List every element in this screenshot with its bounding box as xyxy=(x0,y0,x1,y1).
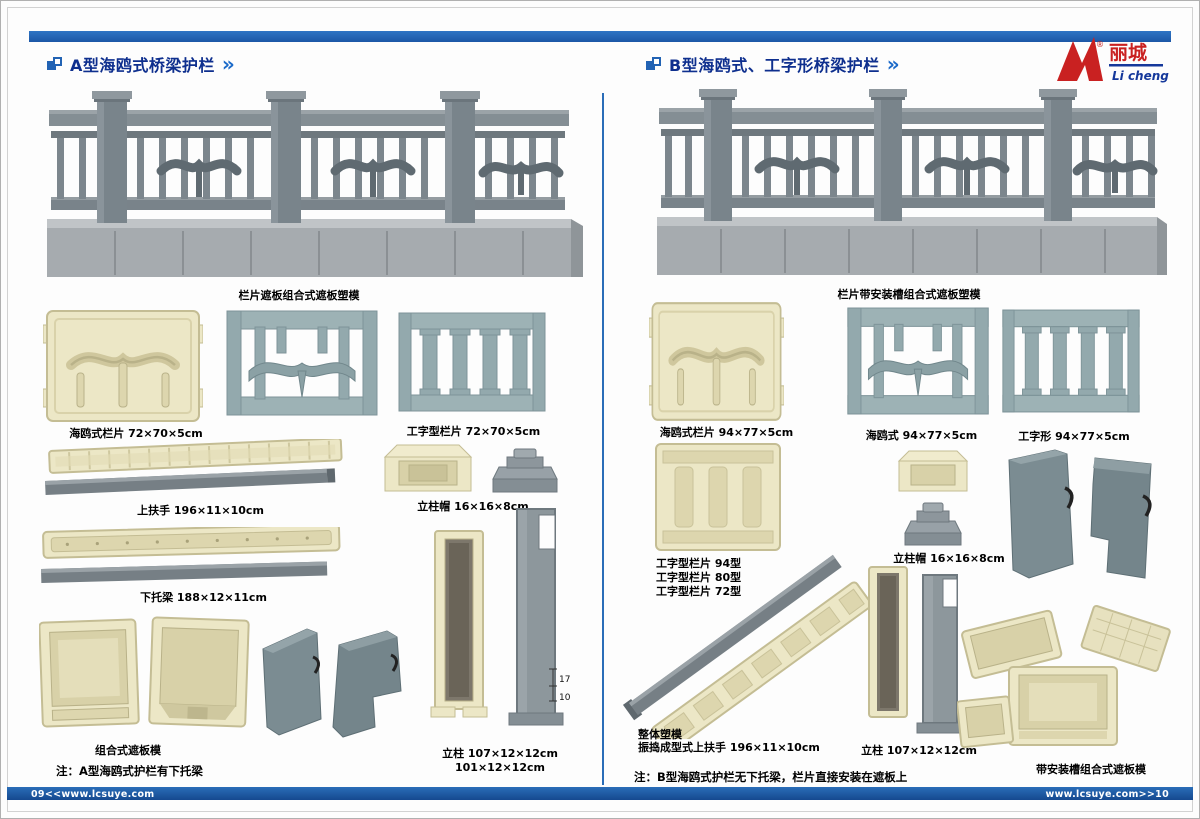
gray-corner-pieces-a-image xyxy=(262,628,402,738)
vibration-handrail-caption: 振捣成型式上扶手 196×11×10cm xyxy=(638,741,820,754)
seagull-panel-b-caption: 海鸥式栏片 94×77×5cm xyxy=(659,426,794,439)
iform-panel-steel-b-image xyxy=(1002,309,1140,413)
railing-b-photo xyxy=(657,89,1167,275)
iform-panel-steel-a-image xyxy=(398,312,546,412)
left-page-note: 注：A型海鸥式护栏有下托梁 xyxy=(56,764,203,778)
top-handrail-mold-a-image xyxy=(45,439,343,495)
post-mold-b-image xyxy=(868,566,964,734)
slotted-cover-molds-b-image xyxy=(957,604,1171,749)
whole-mold-caption: 整体塑模 xyxy=(638,728,682,741)
combined-mold-a-caption: 组合式遮板模 xyxy=(95,744,161,757)
section-squares-icon xyxy=(47,56,63,72)
footer-left-url: 09<<www.lcsuye.com xyxy=(31,788,155,800)
registered-mark: ® xyxy=(1096,40,1104,49)
post-dim-17: 17 xyxy=(559,675,570,685)
ibeam-type-94-caption: 工字型栏片 94型 xyxy=(656,557,742,570)
gray-corner-pieces-b-image xyxy=(1008,449,1152,579)
top-handrail-a-caption: 上扶手 196×11×10cm xyxy=(137,504,264,517)
post-a-caption-2: 101×12×12cm xyxy=(455,761,545,774)
right-page-note: 注：B型海鸥式护栏无下托梁，栏片直接安装在遮板上 xyxy=(634,770,908,784)
left-page-title: A型海鸥式桥梁护栏 xyxy=(70,56,215,75)
post-cap-a-caption: 立柱帽 16×16×8cm xyxy=(417,500,529,513)
post-cap-b-caption: 立柱帽 16×16×8cm xyxy=(893,552,1005,565)
seagull-b-caption: 海鸥式 94×77×5cm xyxy=(865,429,978,442)
railing-a-photo xyxy=(47,91,583,277)
left-page-header: A型海鸥式桥梁护栏 » xyxy=(47,52,235,76)
railing-a-caption: 栏片遮板组合式遮板塑模 xyxy=(238,289,360,302)
center-divider xyxy=(602,93,604,785)
bottom-beam-mold-a-image xyxy=(41,527,341,583)
iform-b-caption: 工字形 94×77×5cm xyxy=(1018,430,1130,443)
brand-name-en: Li cheng xyxy=(1112,69,1169,83)
post-cap-mold-b-image xyxy=(897,450,969,546)
combined-cover-mold-a-image xyxy=(39,616,250,728)
chevron-right-icon: » xyxy=(886,52,900,76)
post-a-caption-1: 立柱 107×12×12cm xyxy=(442,747,558,760)
top-bar xyxy=(29,31,1171,42)
chevron-right-icon: » xyxy=(221,52,235,76)
footer-right-url: www.lcsuye.com>>10 xyxy=(1045,788,1169,800)
ibeam-panel-mold-b-image xyxy=(655,443,781,551)
railing-b-caption: 栏片带安装槽组合式遮板塑模 xyxy=(837,288,981,301)
slot-mold-caption: 带安装槽组合式遮板模 xyxy=(1036,763,1146,776)
vibration-handrail-mold-b-image xyxy=(622,554,872,739)
post-b-caption: 立柱 107×12×12cm xyxy=(861,744,977,757)
brand-name-cn: 丽城 xyxy=(1109,41,1147,64)
seagull-panel-mold-a-image xyxy=(43,310,203,422)
seagull-panel-steel-a-image xyxy=(226,310,378,416)
right-page-title: B型海鸥式、工字形桥梁护栏 xyxy=(669,56,880,75)
bottom-bar xyxy=(7,787,1193,800)
seagull-panel-steel-b-image xyxy=(847,307,989,415)
post-mold-a-image: 17 10 xyxy=(430,508,571,726)
section-squares-icon xyxy=(646,56,662,72)
bottom-beam-a-caption: 下托梁 188×12×11cm xyxy=(140,591,267,604)
brand-logo: ® 丽城 Li cheng xyxy=(1057,37,1169,83)
iform-panel-a-caption: 工字型栏片 72×70×5cm xyxy=(406,425,541,438)
ibeam-type-72-caption: 工字型栏片 72型 xyxy=(656,585,742,598)
ibeam-type-80-caption: 工字型栏片 80型 xyxy=(656,571,742,584)
post-cap-mold-a-image xyxy=(383,444,558,493)
right-page-header: B型海鸥式、工字形桥梁护栏 » xyxy=(646,52,900,76)
post-dim-10: 10 xyxy=(559,693,571,703)
seagull-panel-a-caption: 海鸥式栏片 72×70×5cm xyxy=(69,427,203,440)
seagull-panel-mold-b-image xyxy=(649,302,784,421)
